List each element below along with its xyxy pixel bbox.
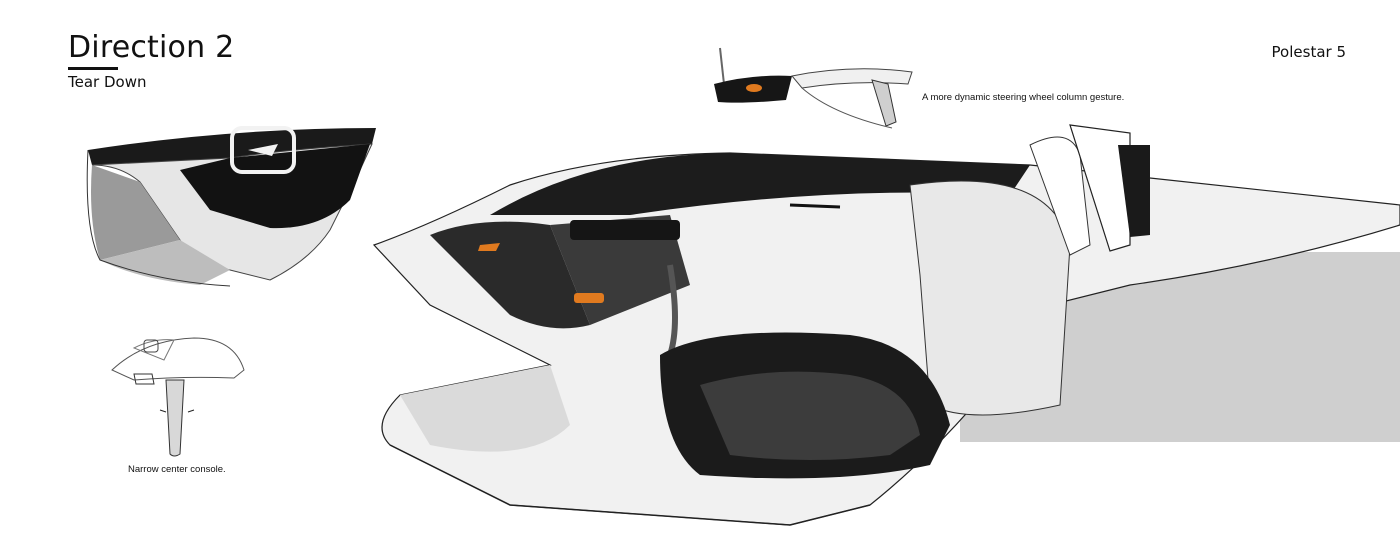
center-console-sketch (111, 337, 245, 457)
main-interior-sketch (372, 124, 1400, 526)
orange-detail (746, 84, 762, 92)
steering-column-sketch (714, 47, 913, 129)
title-underline (68, 67, 118, 70)
model-name: Polestar 5 (1271, 43, 1346, 61)
steering-annotation: A more dynamic steering wheel column ges… (922, 92, 1125, 103)
dashboard-sketch (86, 126, 376, 287)
page-title: Direction 2 (68, 30, 235, 65)
console-annotation: Narrow center console. (128, 464, 226, 475)
page-subtitle: Tear Down (68, 73, 147, 91)
orange-console-light (574, 293, 604, 303)
